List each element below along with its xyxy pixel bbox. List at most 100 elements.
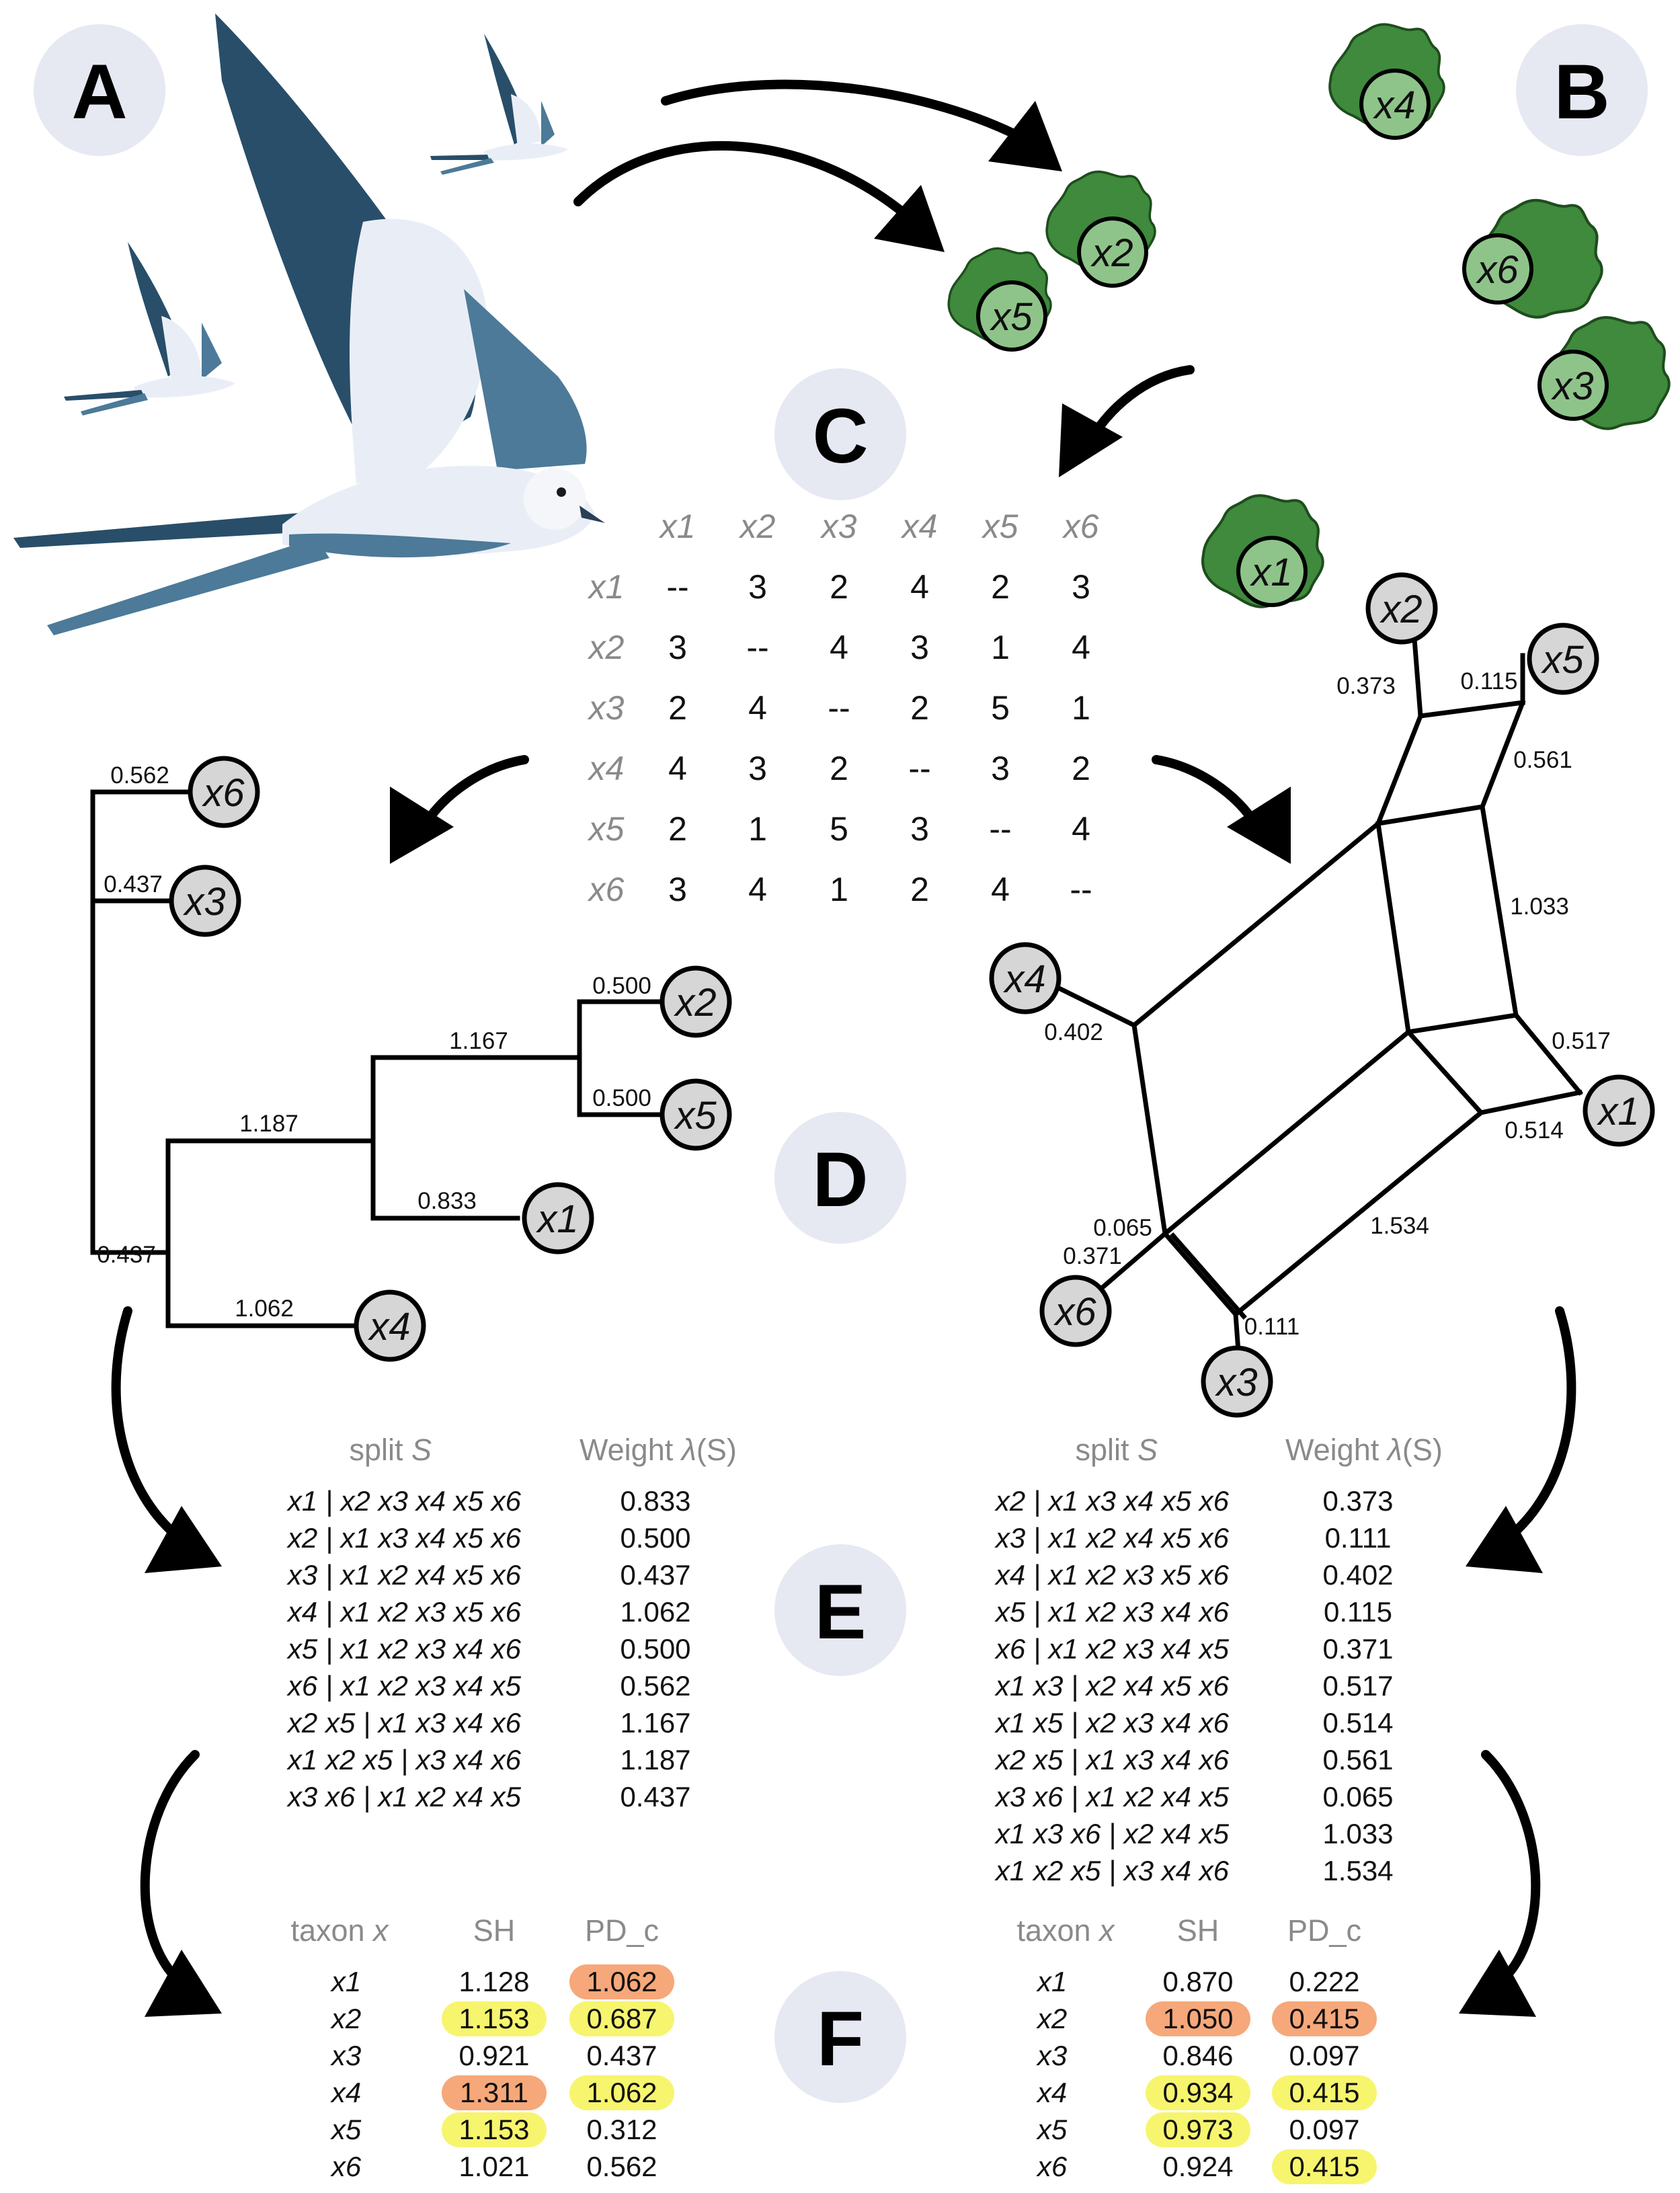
network-edge-label: 1.534	[1370, 1213, 1429, 1239]
panel-letter-a: A	[34, 24, 165, 156]
tree-edge-label: 0.500	[592, 973, 651, 999]
panel-letter-e: E	[774, 1544, 906, 1676]
tree-edge-label: 0.562	[110, 762, 169, 789]
leaf-x3: x3	[1537, 316, 1671, 430]
weight-cell: 0.517	[1322, 1670, 1393, 1702]
matrix-cell: 2	[910, 689, 929, 727]
kite-illustration-small-left	[64, 242, 235, 415]
pd-cell: 0.097	[1289, 2040, 1359, 2071]
network-edges	[1035, 602, 1583, 1354]
matrix-row-header: x3	[588, 689, 625, 727]
panel-letter-f-text: F	[817, 1996, 864, 2082]
taxon-cell: x2	[330, 2003, 361, 2034]
pd-cell: 0.415	[1289, 2151, 1359, 2182]
leaf-x5-label: x5	[989, 295, 1033, 339]
matrix-cell: 3	[748, 568, 767, 606]
split-cell: x3 x6 | x1 x2 x4 x5	[994, 1781, 1230, 1813]
tree-taxon-label: x5	[673, 1094, 717, 1138]
tree-branches	[90, 789, 665, 1328]
tree-taxon-x2: x2	[659, 965, 732, 1038]
matrix-cell: 3	[910, 810, 929, 848]
weight-cell: 0.500	[620, 1633, 690, 1665]
pd-highlight	[1272, 2149, 1377, 2184]
weight-cell: 0.562	[620, 1670, 690, 1702]
network-taxon-label: x4	[1002, 957, 1045, 1001]
arrow-c-to-d-right	[1152, 755, 1291, 864]
network-taxon-label: x6	[1053, 1290, 1096, 1334]
network-taxon-x6: x6	[1039, 1275, 1112, 1347]
matrix-cell: 1	[748, 810, 767, 848]
weight-cell: 0.111	[1325, 1522, 1392, 1554]
sh-cell: 0.870	[1162, 1966, 1233, 1997]
arrow-c-to-d-left	[390, 755, 529, 864]
pd-cell: 0.222	[1289, 1966, 1359, 1997]
weight-cell: 1.187	[620, 1744, 690, 1776]
sh-cell: 1.311	[460, 2077, 528, 2108]
network-edge-label: 0.517	[1552, 1028, 1611, 1054]
tree-edge-label: 0.500	[592, 1085, 651, 1111]
taxon-cell: x6	[330, 2151, 362, 2182]
tree-edge-label: 1.062	[235, 1295, 294, 1322]
tree-taxon-x6: x6	[188, 756, 260, 828]
leaf-x2-label: x2	[1090, 231, 1133, 275]
panel-letter-b-text: B	[1554, 49, 1609, 135]
sh-highlight	[442, 2001, 547, 2036]
weight-cell: 0.437	[620, 1781, 690, 1812]
panel-letter-f: F	[774, 1971, 906, 2103]
tree-edge-label: 1.167	[449, 1028, 508, 1054]
leaf-x6: x6	[1462, 200, 1602, 317]
matrix-cell: --	[746, 629, 768, 666]
split-table-left-header-split: split S	[349, 1433, 432, 1467]
leaf-x2: x2	[1045, 170, 1156, 288]
weight-cell: 0.402	[1322, 1559, 1393, 1591]
matrix-cell: 3	[991, 750, 1010, 787]
tree-edge-label: 1.187	[239, 1111, 298, 1137]
split-cell: x1 x2 x5 | x3 x4 x6	[286, 1744, 522, 1776]
split-table-left-header-weight: Weight λ(S)	[579, 1433, 737, 1467]
index-table-right-header-sh: SH	[1177, 1913, 1219, 1948]
pd-highlight	[569, 2075, 674, 2110]
matrix-cell: 2	[830, 750, 848, 787]
panel-letter-d-text: D	[812, 1137, 868, 1223]
matrix-cell: 2	[1072, 750, 1090, 787]
pd-cell: 0.415	[1289, 2003, 1359, 2034]
sh-cell: 1.021	[458, 2151, 529, 2182]
weight-cell: 0.373	[1322, 1485, 1393, 1517]
network-taxon-x4: x4	[989, 942, 1062, 1014]
network-taxon-label: x3	[1214, 1361, 1257, 1404]
taxon-cell: x6	[1036, 2151, 1068, 2182]
header-weight-word: Weight	[1285, 1433, 1379, 1467]
pd-cell: 1.062	[586, 2077, 657, 2108]
arrow-d-to-e-right	[1466, 1306, 1576, 1573]
matrix-cell: 1	[1072, 689, 1090, 727]
sh-cell: 1.050	[1162, 2003, 1233, 2034]
header-weight-var: λ	[1386, 1433, 1402, 1467]
matrix-row-header: x5	[588, 810, 625, 848]
matrix-cell: 2	[991, 568, 1010, 606]
split-cell: x1 | x2 x3 x4 x5 x6	[286, 1485, 522, 1517]
matrix-cell: --	[908, 750, 930, 787]
matrix-cell: 4	[910, 568, 929, 606]
split-cell: x2 | x1 x3 x4 x5 x6	[286, 1522, 522, 1554]
panel-letter-a-text: A	[71, 49, 127, 135]
phylogenetic-tree: 0.562 0.437 0.500 0.500 1.167 1.187 0.83…	[90, 756, 732, 1362]
network-taxon-x1: x1	[1583, 1074, 1655, 1147]
sh-highlight	[1146, 2075, 1250, 2110]
matrix-cell: 4	[830, 629, 848, 666]
